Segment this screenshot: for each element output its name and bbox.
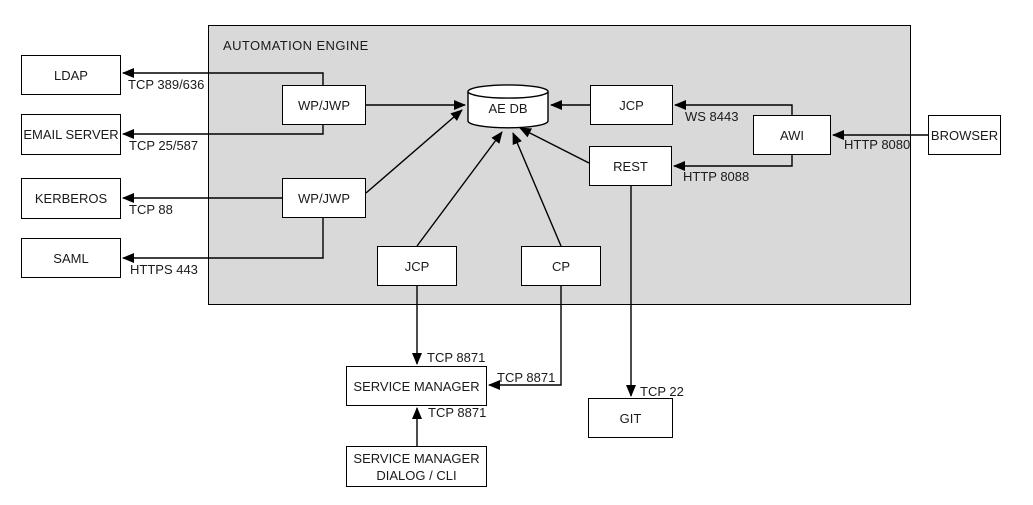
node-git: GIT [588,398,673,438]
port-label-ws-8443: WS 8443 [685,109,739,124]
node-awi: AWI [753,115,831,155]
node-rest: REST [589,146,672,186]
port-label-tcp-8871-bottom: TCP 8871 [428,405,487,420]
port-label-http-8088: HTTP 8088 [683,169,750,184]
node-ae-db: AE DB [467,84,549,129]
node-kerberos: KERBEROS [21,178,121,219]
port-label-saml: HTTPS 443 [130,262,198,277]
node-ldap: LDAP [21,55,121,95]
node-wp-jwp-bottom: WP/JWP [282,178,366,218]
node-jcp-top-label: JCP [619,97,644,113]
node-service-manager: SERVICE MANAGER [346,366,487,406]
node-browser-label: BROWSER [930,127,999,143]
port-label-ldap: TCP 389/636 [128,77,205,92]
node-sm-dialog-label-line1: SERVICE MANAGER [353,450,480,466]
port-label-tcp-22: TCP 22 [640,384,684,399]
port-label-http-8080: HTTP 8080 [844,137,911,152]
database-cylinder-icon [467,84,549,129]
node-awi-label: AWI [779,127,805,143]
node-rest-label: REST [613,158,648,174]
port-label-email: TCP 25/587 [129,138,199,153]
node-git-label: GIT [619,410,642,426]
node-service-manager-label: SERVICE MANAGER [353,378,480,394]
node-saml-label: SAML [53,250,89,266]
node-sm-dialog-label-line2: DIALOG / CLI [376,467,457,483]
node-service-manager-dialog-cli: SERVICE MANAGER DIALOG / CLI [346,446,487,487]
node-ae-db-label: AE DB [488,101,528,116]
node-cp: CP [521,246,601,286]
node-email-server-label: EMAIL SERVER [23,127,119,142]
node-browser: BROWSER [928,115,1001,155]
node-jcp-top: JCP [590,85,673,125]
port-label-tcp-8871-right: TCP 8871 [497,370,556,385]
node-jcp-bottom: JCP [377,246,457,286]
automation-engine-label: AUTOMATION ENGINE [223,38,369,53]
port-label-tcp-8871-top: TCP 8871 [427,350,486,365]
node-jcp-bottom-label: JCP [404,258,430,274]
node-saml: SAML [21,238,121,278]
node-wp-jwp-top: WP/JWP [282,85,366,125]
node-email-server: EMAIL SERVER [21,114,121,155]
port-label-kerberos: TCP 88 [129,202,173,217]
node-ldap-label: LDAP [54,67,88,83]
node-kerberos-label: KERBEROS [34,191,108,206]
node-wp-jwp-bottom-label: WP/JWP [298,190,350,206]
node-cp-label: CP [551,258,571,274]
node-wp-jwp-top-label: WP/JWP [298,97,350,113]
